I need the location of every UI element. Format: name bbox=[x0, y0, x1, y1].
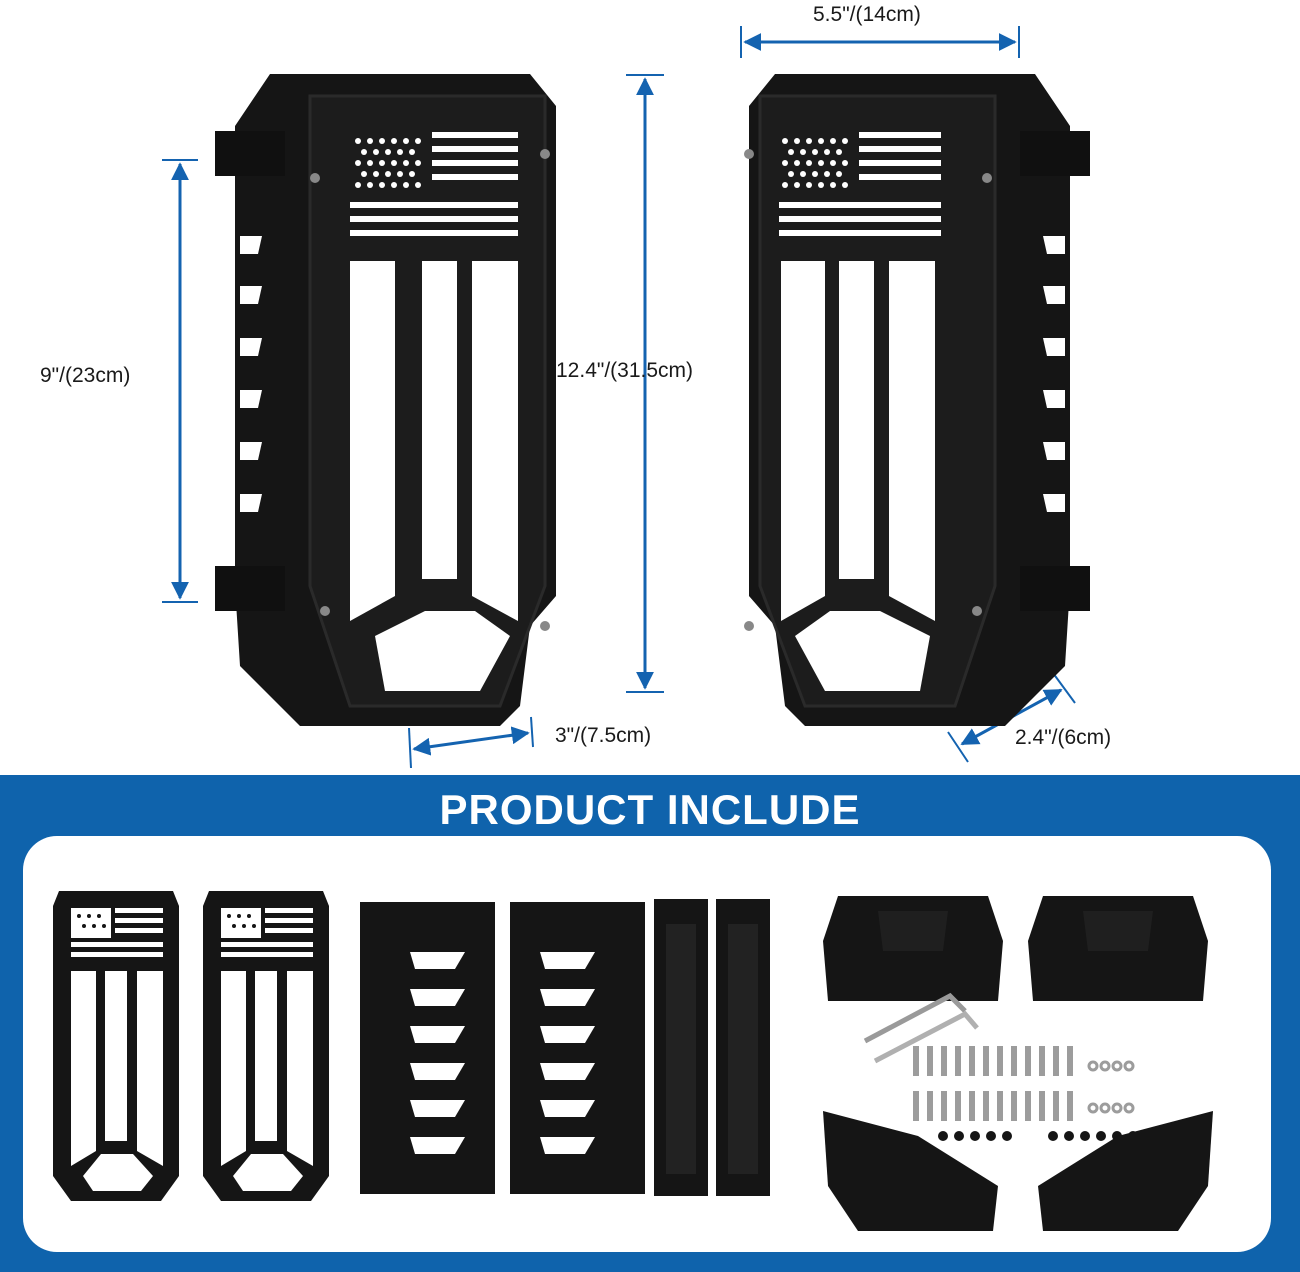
section-title: PRODUCT INCLUDE bbox=[439, 786, 861, 833]
top-cap-right-image bbox=[1028, 896, 1208, 1001]
product-dimension-view: 5.5"/(14cm) 9"/(23cm) 12.4"/(31.5cm) 3"/… bbox=[40, 3, 1112, 769]
left-cover-assembled-image bbox=[215, 74, 556, 726]
included-parts-panel bbox=[23, 836, 1271, 1252]
top-cap-left-image bbox=[823, 896, 1003, 1001]
vented-side-panel-right-image bbox=[510, 902, 645, 1194]
left-depth-dimension-label: 3"/(7.5cm) bbox=[555, 724, 652, 747]
narrow-panel-right-image bbox=[716, 899, 770, 1196]
right-depth-dimension-label: 2.4"/(6cm) bbox=[1015, 726, 1112, 749]
center-height-dimension-label: 12.4"/(31.5cm) bbox=[556, 359, 694, 382]
vented-side-panel-left-image bbox=[360, 902, 495, 1194]
width-dimension-label: 5.5"/(14cm) bbox=[813, 3, 921, 26]
screws-and-washers-image bbox=[913, 1046, 1138, 1141]
bottom-cap-right-image bbox=[1038, 1111, 1213, 1231]
front-grille-left-image bbox=[53, 891, 179, 1201]
left-height-dimension-label: 9"/(23cm) bbox=[40, 364, 131, 387]
right-cover-assembled-image bbox=[744, 74, 1090, 726]
narrow-panel-left-image bbox=[654, 899, 708, 1196]
dimension-arrows bbox=[162, 26, 1076, 769]
bottom-cap-left-image bbox=[823, 1111, 998, 1231]
front-grille-right-image bbox=[203, 891, 329, 1201]
hex-keys-image bbox=[863, 992, 979, 1064]
